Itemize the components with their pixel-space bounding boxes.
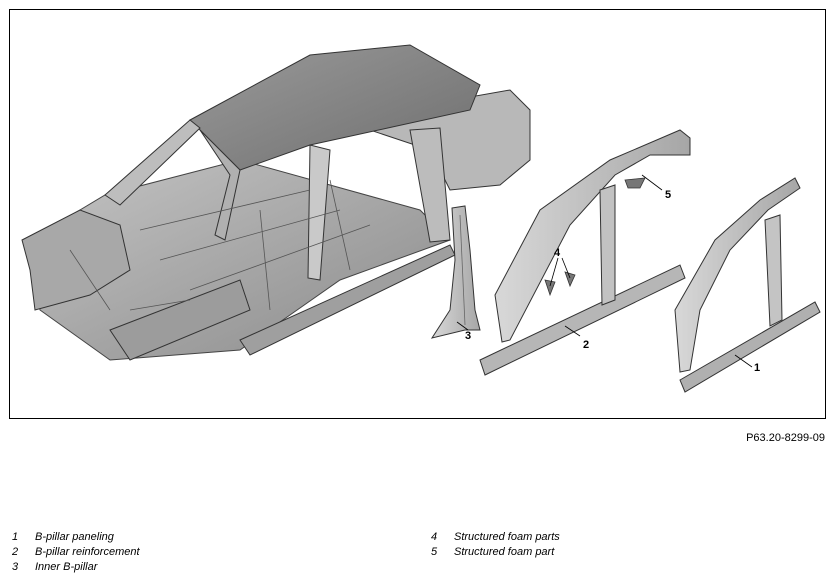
legend-item: 2 B-pillar reinforcement [12, 545, 140, 560]
legend-number: 2 [12, 546, 19, 558]
b-pillar-paneling-part [674, 177, 821, 393]
legend-item: 3 Inner B-pillar [12, 560, 140, 575]
legend-text: Structured foam part [454, 546, 555, 558]
callout-2: 2 [583, 339, 590, 351]
body-in-white [21, 44, 531, 361]
legend-text: Structured foam parts [454, 531, 560, 543]
legend-number: 4 [431, 531, 438, 543]
legend-text: Inner B-pillar [35, 561, 98, 573]
inner-b-pillar-part [430, 205, 481, 339]
legend-left-column: 1 B-pillar paneling 2 B-pillar reinforceme… [12, 530, 140, 575]
callout-1: 1 [754, 362, 761, 374]
legend-item: 4 Structured foam parts [431, 530, 560, 545]
figure-frame: 1 2 3 4 5 [9, 9, 826, 419]
legend-text: B-pillar reinforcement [35, 546, 140, 558]
car-body-illustration [21, 44, 821, 393]
legend-right-column: 4 Structured foam parts 5 Structured foam … [431, 530, 560, 560]
callout-5: 5 [665, 189, 672, 201]
legend-item: 5 Structured foam part [431, 545, 560, 560]
figure-code: P63.20-8299-09 [746, 432, 825, 444]
b-pillar-reinforcement-part [479, 129, 691, 376]
legend-text: B-pillar paneling [35, 531, 114, 543]
callout-3: 3 [465, 330, 472, 342]
legend-number: 1 [12, 531, 19, 543]
legend-number: 5 [431, 546, 438, 558]
callout-4: 4 [554, 247, 561, 259]
legend-number: 3 [12, 561, 19, 573]
legend-item: 1 B-pillar paneling [12, 530, 140, 545]
